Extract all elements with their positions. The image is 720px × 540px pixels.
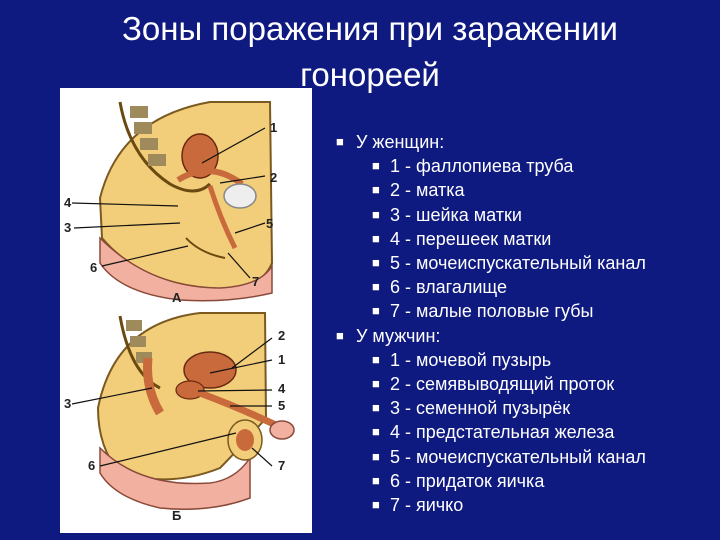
square-bullet-icon: ■ (372, 445, 380, 469)
anatomy-figure: 1 2 4 3 5 6 7 А (60, 88, 312, 533)
square-bullet-icon: ■ (372, 372, 380, 396)
female-label-6: 6 (90, 260, 97, 275)
men-item: ■ 2 - семявыводящий проток (334, 372, 646, 396)
female-caption: А (172, 290, 182, 305)
men-item: ■ 5 - мочеиспускательный канал (334, 445, 646, 469)
legend-list: ■ У женщин: ■ 1 - фаллопиева труба ■ 2 - м… (334, 130, 646, 517)
male-label-2: 2 (278, 328, 285, 343)
square-bullet-icon: ■ (372, 154, 380, 178)
women-item: ■ 2 - матка (334, 178, 646, 202)
square-bullet-icon: ■ (372, 420, 380, 444)
male-caption: Б (172, 508, 181, 523)
female-label-2: 2 (270, 170, 277, 185)
women-item-text: 7 - малые половые губы (390, 301, 593, 321)
men-item-text: 7 - яичко (390, 495, 463, 515)
women-item-text: 6 - влагалище (390, 277, 507, 297)
slide-title: Зоны поражения при заражении гонореей (70, 6, 670, 98)
women-item: ■ 1 - фаллопиева труба (334, 154, 646, 178)
female-label-7: 7 (252, 274, 259, 289)
women-item: ■ 7 - малые половые губы (334, 299, 646, 323)
women-heading: ■ У женщин: (334, 130, 646, 154)
women-item: ■ 5 - мочеиспускательный канал (334, 251, 646, 275)
male-label-7: 7 (278, 458, 285, 473)
men-item: ■ 7 - яичко (334, 493, 646, 517)
men-item: ■ 3 - семенной пузырёк (334, 396, 646, 420)
women-item-text: 1 - фаллопиева труба (390, 156, 573, 176)
male-diagram: 2 1 3 4 5 6 7 Б (64, 313, 294, 523)
slide-title-line-1: Зоны поражения при заражении (70, 6, 670, 52)
square-bullet-icon: ■ (372, 348, 380, 372)
male-label-1: 1 (278, 352, 285, 367)
men-item-text: 3 - семенной пузырёк (390, 398, 570, 418)
men-item-text: 5 - мочеиспускательный канал (390, 447, 646, 467)
male-label-5: 5 (278, 398, 285, 413)
women-item: ■ 6 - влагалище (334, 275, 646, 299)
male-label-3: 3 (64, 396, 71, 411)
women-heading-text: У женщин: (356, 132, 444, 152)
male-label-6: 6 (88, 458, 95, 473)
square-bullet-icon: ■ (372, 178, 380, 202)
square-bullet-icon: ■ (336, 324, 344, 348)
square-bullet-icon: ■ (372, 251, 380, 275)
men-item-text: 2 - семявыводящий проток (390, 374, 614, 394)
women-item: ■ 4 - перешеек матки (334, 227, 646, 251)
square-bullet-icon: ■ (372, 203, 380, 227)
square-bullet-icon: ■ (372, 396, 380, 420)
men-item: ■ 1 - мочевой пузырь (334, 348, 646, 372)
square-bullet-icon: ■ (372, 299, 380, 323)
women-item-text: 4 - перешеек матки (390, 229, 551, 249)
women-item-text: 3 - шейка матки (390, 205, 522, 225)
male-label-4: 4 (278, 381, 286, 396)
square-bullet-icon: ■ (372, 275, 380, 299)
anatomy-illustration: 1 2 4 3 5 6 7 А (60, 88, 312, 533)
female-label-4: 4 (64, 195, 72, 210)
women-item-text: 5 - мочеиспускательный канал (390, 253, 646, 273)
men-item-text: 6 - придаток яичка (390, 471, 544, 491)
square-bullet-icon: ■ (372, 227, 380, 251)
men-item: ■ 4 - предстательная железа (334, 420, 646, 444)
men-item-text: 1 - мочевой пузырь (390, 350, 551, 370)
women-item: ■ 3 - шейка матки (334, 203, 646, 227)
square-bullet-icon: ■ (336, 130, 344, 154)
men-heading: ■ У мужчин: (334, 324, 646, 348)
female-label-3: 3 (64, 220, 71, 235)
female-label-5: 5 (266, 216, 273, 231)
men-item-text: 4 - предстательная железа (390, 422, 614, 442)
square-bullet-icon: ■ (372, 493, 380, 517)
women-item-text: 2 - матка (390, 180, 465, 200)
square-bullet-icon: ■ (372, 469, 380, 493)
men-item: ■ 6 - придаток яичка (334, 469, 646, 493)
female-diagram: 1 2 4 3 5 6 7 А (64, 102, 277, 305)
men-heading-text: У мужчин: (356, 326, 440, 346)
female-label-1: 1 (270, 120, 277, 135)
